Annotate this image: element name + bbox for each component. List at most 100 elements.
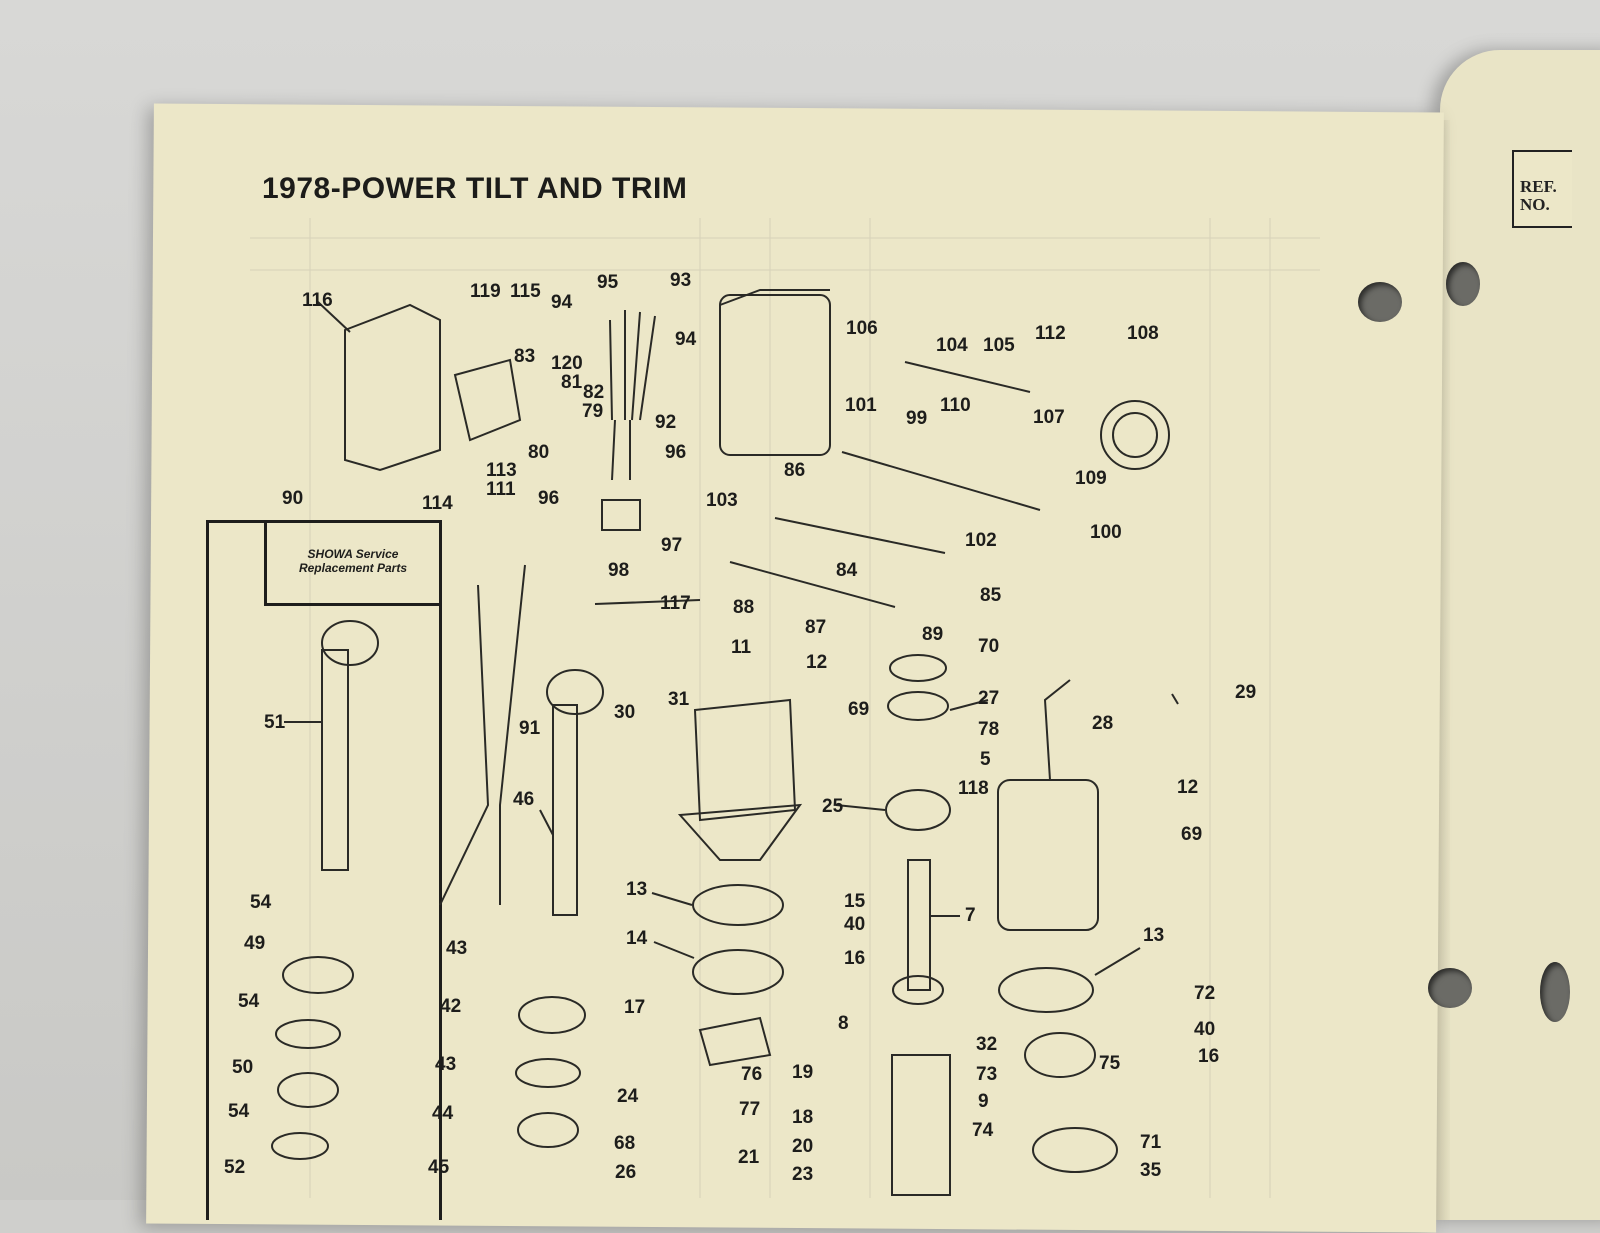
callout-label: 120 (551, 353, 583, 374)
showa-caption-line1: SHOWA Service (307, 547, 399, 561)
wire-bundle (611, 419, 631, 481)
wire-bundle (609, 310, 656, 421)
callout-label: 94 (551, 292, 573, 313)
callout-label: 40 (1194, 1019, 1216, 1040)
callout-label: 19 (792, 1062, 814, 1083)
callout-label: 32 (976, 1034, 998, 1055)
callout-label: 87 (805, 617, 827, 638)
cover-part (719, 294, 831, 456)
callout-label: 76 (741, 1064, 763, 1085)
callout-label: 112 (1035, 323, 1066, 344)
callout-label: 13 (626, 879, 648, 900)
callout-label: 28 (1092, 713, 1114, 734)
callout-label: 88 (733, 597, 755, 618)
binder-hole (1358, 282, 1402, 322)
callout-label: 81 (561, 372, 583, 393)
callout-label: 45 (428, 1157, 450, 1178)
callout-label: 102 (965, 530, 997, 551)
callout-label: 5 (980, 749, 991, 770)
callout-label: 29 (1235, 682, 1257, 703)
callout-label: 100 (1090, 522, 1122, 543)
callout-label: 115 (510, 281, 541, 302)
callout-label: 99 (906, 408, 928, 429)
callout-label: 95 (597, 272, 619, 293)
callout-label: 7 (965, 905, 976, 926)
ram-rod-51 (321, 649, 349, 871)
cable-part (904, 361, 1031, 393)
callout-label: 109 (1075, 468, 1107, 489)
callout-label: 79 (582, 401, 604, 422)
callout-label: 16 (844, 948, 866, 969)
callout-label: 77 (739, 1099, 761, 1120)
cover-edge (719, 289, 830, 306)
callout-label: 40 (844, 914, 866, 935)
callout-label: 54 (238, 991, 260, 1012)
callout-label: 89 (922, 624, 944, 645)
housing-part (344, 303, 441, 472)
callout-label: 50 (232, 1057, 254, 1078)
showa-parts-caption: SHOWA Service Replacement Parts (264, 520, 442, 606)
cable-part (774, 517, 946, 554)
callout-label: 43 (446, 938, 468, 959)
callout-label: 116 (302, 290, 333, 311)
callout-label: 18 (792, 1107, 814, 1128)
callout-label: 30 (614, 702, 636, 723)
binder-hole (1428, 968, 1472, 1008)
ghost-table-lines (250, 218, 1320, 1198)
exploded-parts-diagram (271, 289, 1179, 1196)
callout-label: 8 (838, 1013, 849, 1034)
callout-label: 119 (470, 281, 501, 302)
callout-label: 98 (608, 560, 630, 581)
callout-label: 93 (670, 270, 692, 291)
callout-label: 23 (792, 1164, 814, 1185)
callout-label: 80 (528, 442, 550, 463)
callout-label: 21 (738, 1147, 760, 1168)
callout-label: 68 (614, 1133, 636, 1154)
callout-label: 101 (845, 395, 877, 416)
callout-label: 111 (486, 479, 516, 500)
callout-label: 27 (978, 688, 1000, 709)
callout-label: 15 (844, 891, 866, 912)
callout-label: 72 (1194, 983, 1216, 1004)
callout-label: 16 (1198, 1046, 1220, 1067)
callout-label: 9 (978, 1091, 989, 1112)
callout-label: 105 (983, 335, 1015, 356)
ref-no-header: REF. NO. (1512, 150, 1572, 228)
page-title: 1978-POWER TILT AND TRIM (262, 172, 688, 205)
callout-label: 104 (936, 335, 968, 356)
callout-label: 26 (615, 1162, 637, 1183)
cable-part (729, 561, 896, 608)
callout-label: 25 (822, 796, 844, 817)
connector-part (601, 499, 641, 531)
callout-label: 96 (665, 442, 687, 463)
binder-hole (1446, 262, 1480, 306)
callout-label: 11 (731, 637, 752, 658)
callout-label: 103 (706, 490, 738, 511)
callout-label: 73 (976, 1064, 998, 1085)
gauge-part (1100, 400, 1170, 470)
motor-housing (693, 698, 797, 822)
callout-label: 42 (440, 996, 462, 1017)
callout-label: 54 (228, 1101, 250, 1122)
callout-label: 51 (264, 712, 286, 733)
facing-page (1440, 50, 1600, 1220)
callout-label: 31 (668, 689, 690, 710)
callout-label: 44 (432, 1103, 454, 1124)
ram-rod-46 (552, 704, 578, 916)
callout-label: 96 (538, 488, 560, 509)
callout-label: 113 (486, 460, 517, 481)
callout-label: 78 (978, 719, 1000, 740)
callout-label: 52 (224, 1157, 246, 1178)
callout-label: 83 (514, 346, 536, 367)
relay-part (453, 358, 522, 442)
callout-label: 118 (958, 778, 989, 799)
callout-label: 17 (624, 997, 646, 1018)
pump-motor (997, 779, 1099, 931)
cable-part (841, 451, 1041, 511)
callout-label: 69 (1181, 824, 1203, 845)
binder-hole (1540, 962, 1570, 1022)
callout-label: 20 (792, 1136, 814, 1157)
callout-label: 70 (978, 636, 1000, 657)
callout-label: 84 (836, 560, 858, 581)
callout-label: 69 (848, 699, 870, 720)
